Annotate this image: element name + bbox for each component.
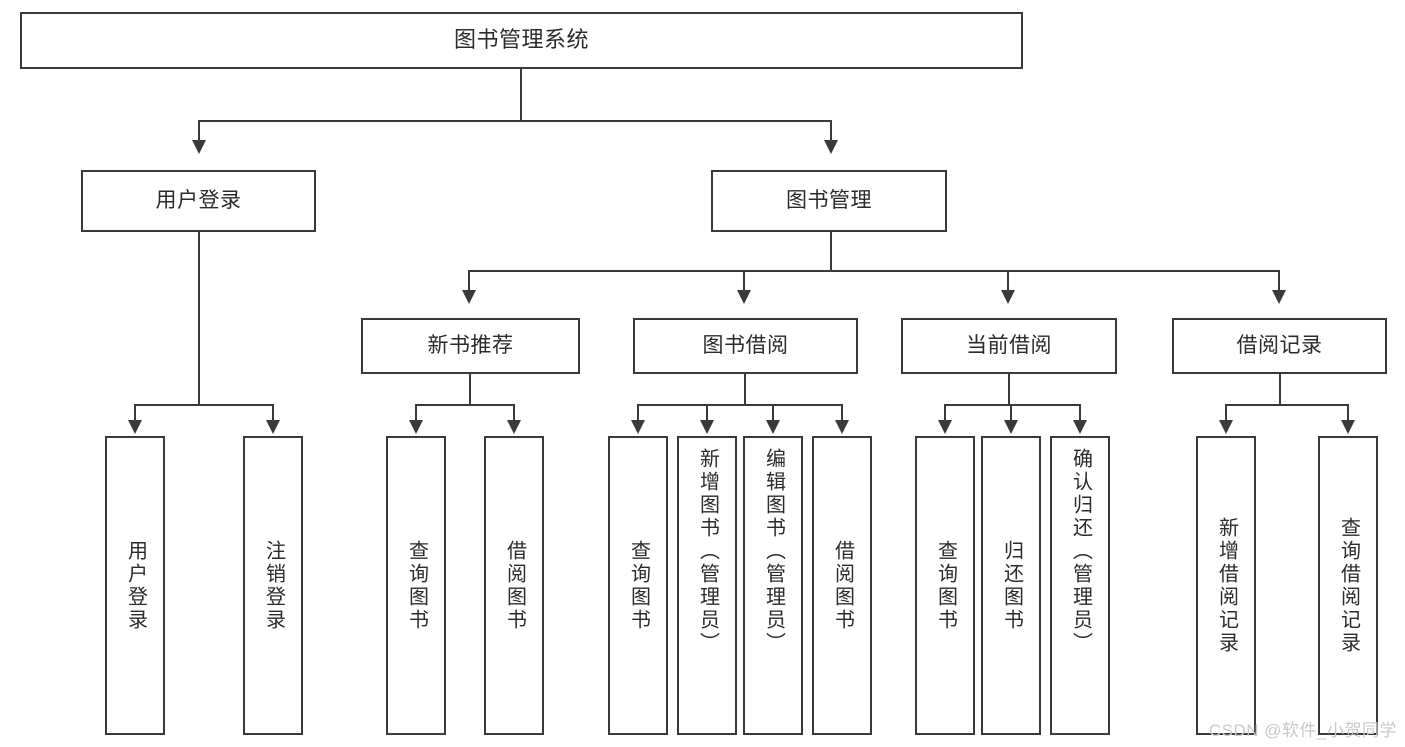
leaf-br-query-record[interactable]: 查询借阅记录 xyxy=(1318,436,1378,735)
arrow-to-book-borrow xyxy=(737,290,751,304)
leaf-bb-edit-book-admin[interactable]: 编辑图书（管理员） xyxy=(743,436,803,735)
node-label: 图书借阅 xyxy=(702,334,789,358)
node-current-borrow[interactable]: 当前借阅 xyxy=(901,318,1117,374)
edge-user-login-drop-2 xyxy=(272,404,274,422)
edge-br-drop-2 xyxy=(1347,404,1349,422)
node-label: 编辑图书（管理员） xyxy=(762,448,785,655)
edge-root-drop-left xyxy=(198,120,200,142)
edge-book-management-stem xyxy=(830,232,832,272)
node-label: 注销登录 xyxy=(262,539,285,632)
leaf-bb-add-book-admin[interactable]: 新增图书（管理员） xyxy=(677,436,737,735)
arrow-to-current-borrow xyxy=(1001,290,1015,304)
edge-book-management-bus xyxy=(468,270,1280,272)
arrow-to-cb-leaf-1 xyxy=(938,420,952,434)
arrow-to-borrow-record xyxy=(1272,290,1286,304)
node-new-book-recommend[interactable]: 新书推荐 xyxy=(361,318,580,374)
node-label: 查询图书 xyxy=(627,539,650,632)
edge-nbr-drop-2 xyxy=(513,404,515,422)
edge-bb-drop-1 xyxy=(637,404,639,422)
leaf-bb-query-book[interactable]: 查询图书 xyxy=(608,436,668,735)
node-label: 新增图书（管理员） xyxy=(696,448,719,655)
leaf-cb-return-book[interactable]: 归还图书 xyxy=(981,436,1041,735)
node-label: 借阅记录 xyxy=(1236,334,1323,358)
edge-br-stem xyxy=(1279,374,1281,406)
arrow-to-bb-leaf-4 xyxy=(835,420,849,434)
edge-bm-drop-4 xyxy=(1278,270,1280,292)
edge-user-login-bus xyxy=(134,404,272,406)
leaf-br-add-record[interactable]: 新增借阅记录 xyxy=(1196,436,1256,735)
edge-nbr-stem xyxy=(469,374,471,406)
node-book-management[interactable]: 图书管理 xyxy=(711,170,947,232)
node-label: 新增借阅记录 xyxy=(1215,516,1238,655)
leaf-bb-borrow-book[interactable]: 借阅图书 xyxy=(812,436,872,735)
edge-root-drop-right xyxy=(830,120,832,142)
node-label: 查询图书 xyxy=(934,539,957,632)
leaf-nbr-query-book[interactable]: 查询图书 xyxy=(386,436,446,735)
node-label: 查询借阅记录 xyxy=(1337,516,1360,655)
edge-bm-drop-2 xyxy=(743,270,745,292)
arrow-to-user-login-leaf xyxy=(128,420,142,434)
edge-user-login-stem xyxy=(198,232,200,405)
leaf-cb-query-book[interactable]: 查询图书 xyxy=(915,436,975,735)
edge-cb-drop-3 xyxy=(1079,404,1081,422)
node-label: 确认归还（管理员） xyxy=(1069,448,1092,655)
node-book-borrow[interactable]: 图书借阅 xyxy=(633,318,858,374)
edge-nbr-bus xyxy=(415,404,514,406)
node-root-book-management-system[interactable]: 图书管理系统 xyxy=(20,12,1023,69)
edge-cb-drop-1 xyxy=(944,404,946,422)
arrow-to-br-leaf-2 xyxy=(1341,420,1355,434)
node-borrow-record[interactable]: 借阅记录 xyxy=(1172,318,1387,374)
node-label: 借阅图书 xyxy=(503,539,526,632)
edge-bm-drop-3 xyxy=(1007,270,1009,292)
arrow-to-bb-leaf-1 xyxy=(631,420,645,434)
node-label: 图书管理 xyxy=(786,189,872,213)
leaf-logout[interactable]: 注销登录 xyxy=(243,436,303,735)
node-label: 用户登录 xyxy=(155,189,242,213)
arrow-to-nbr-leaf-1 xyxy=(409,420,423,434)
edge-br-bus xyxy=(1225,404,1348,406)
arrow-to-new-book-recommend xyxy=(462,290,476,304)
edge-bb-bus xyxy=(637,404,842,406)
csdn-watermark: CSDN @软件_小贺同学 xyxy=(1208,721,1397,740)
edge-cb-drop-2 xyxy=(1010,404,1012,422)
edge-bb-drop-2 xyxy=(706,404,708,422)
arrow-to-cb-leaf-2 xyxy=(1004,420,1018,434)
edge-root-bus xyxy=(198,120,832,122)
arrow-to-logout-leaf xyxy=(266,420,280,434)
edge-nbr-drop-1 xyxy=(415,404,417,422)
arrow-to-book-management xyxy=(824,140,838,154)
node-label: 借阅图书 xyxy=(831,539,854,632)
arrow-to-bb-leaf-2 xyxy=(700,420,714,434)
arrow-to-cb-leaf-3 xyxy=(1073,420,1087,434)
node-label: 新书推荐 xyxy=(427,334,514,358)
edge-cb-stem xyxy=(1008,374,1010,406)
edge-bb-stem xyxy=(744,374,746,406)
arrow-to-nbr-leaf-2 xyxy=(507,420,521,434)
node-label: 用户登录 xyxy=(124,539,147,632)
edge-user-login-drop-1 xyxy=(134,404,136,422)
arrow-to-user-login xyxy=(192,140,206,154)
node-user-login[interactable]: 用户登录 xyxy=(81,170,316,232)
leaf-cb-confirm-return-admin[interactable]: 确认归还（管理员） xyxy=(1050,436,1110,735)
leaf-user-login[interactable]: 用户登录 xyxy=(105,436,165,735)
edge-bm-drop-1 xyxy=(468,270,470,292)
edge-bb-drop-4 xyxy=(841,404,843,422)
node-label: 归还图书 xyxy=(1000,539,1023,632)
node-label: 图书管理系统 xyxy=(453,27,589,53)
node-label: 当前借阅 xyxy=(966,334,1052,358)
arrow-to-br-leaf-1 xyxy=(1219,420,1233,434)
node-label: 查询图书 xyxy=(405,539,428,632)
edge-root-stem xyxy=(520,69,522,121)
edge-cb-bus xyxy=(944,404,1080,406)
leaf-nbr-borrow-book[interactable]: 借阅图书 xyxy=(484,436,544,735)
edge-bb-drop-3 xyxy=(772,404,774,422)
arrow-to-bb-leaf-3 xyxy=(766,420,780,434)
edge-br-drop-1 xyxy=(1225,404,1227,422)
